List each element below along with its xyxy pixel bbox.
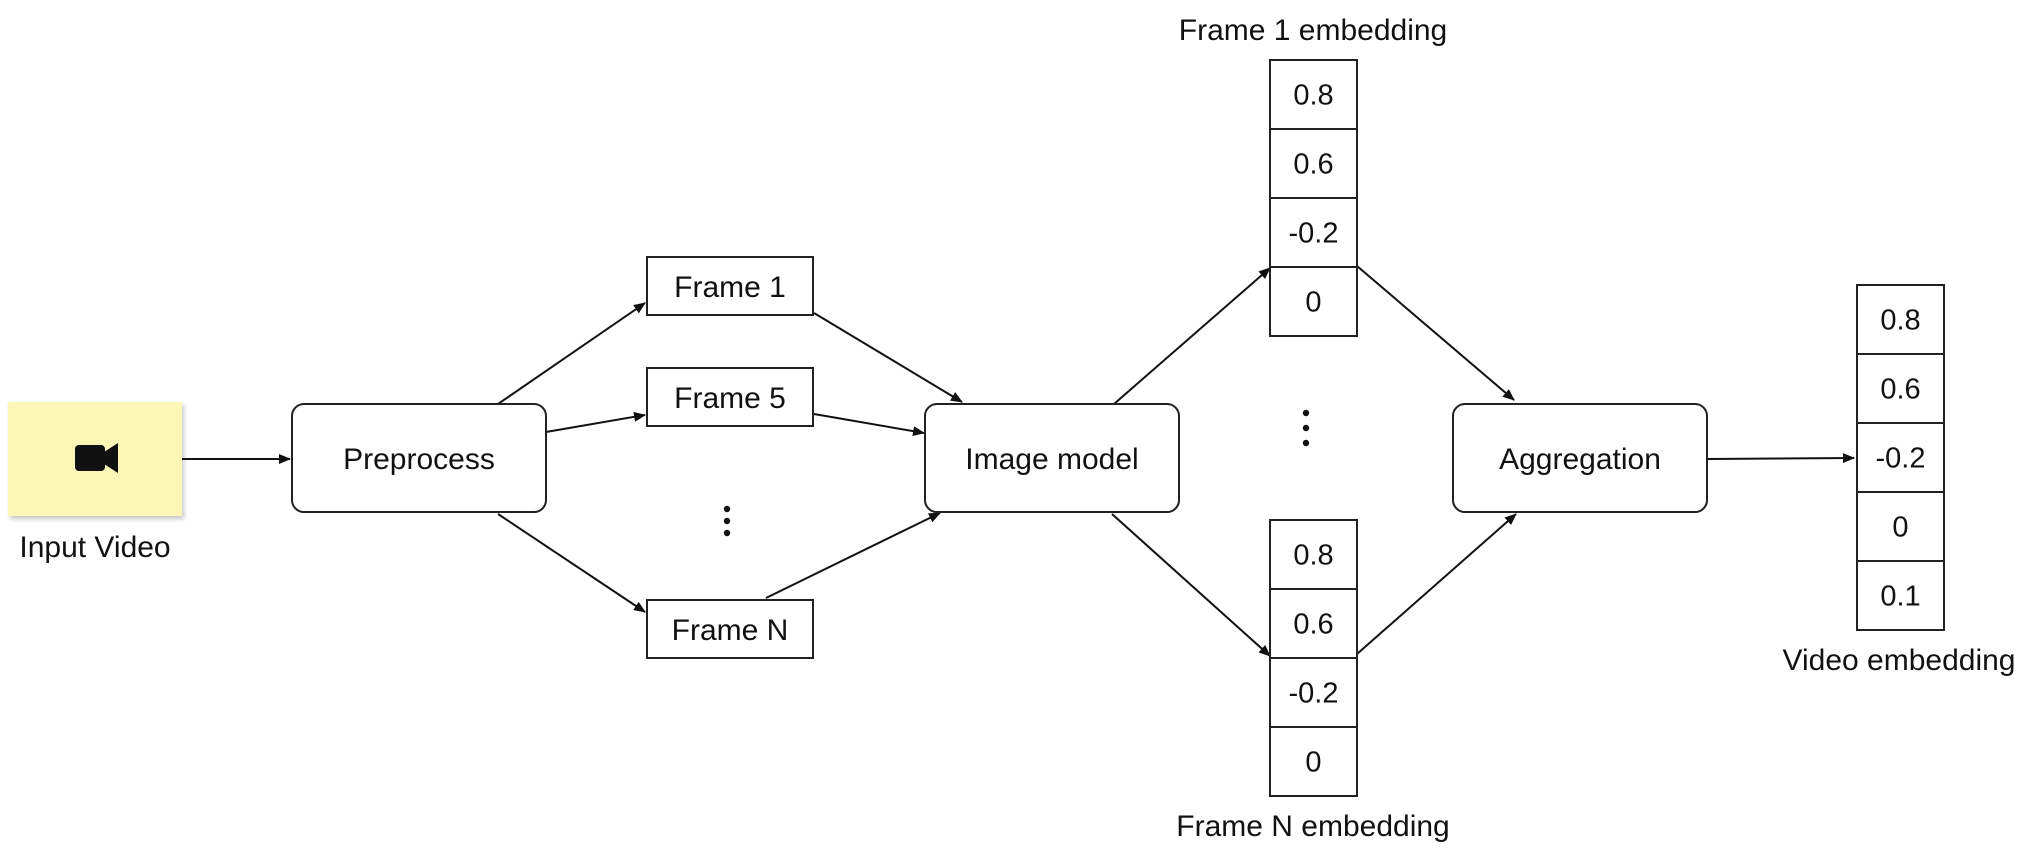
frame-n-node: Frame N: [646, 599, 814, 659]
video-embedding-cell: [1856, 353, 1945, 424]
frame-n-embedding-cell: [1269, 726, 1358, 797]
video-embedding-label: Video embedding: [1783, 644, 2016, 677]
preprocess-box: [291, 403, 547, 513]
edge-image-model-to-frame1-embedding: [1113, 267, 1271, 405]
frame-1-embedding-value: 0.8: [1293, 80, 1333, 112]
frame-n-embedding-value: -0.2: [1289, 678, 1339, 710]
edge-aggregation-to-video-embedding: [1706, 453, 1855, 464]
edge-preprocess-to-frameN: [497, 513, 646, 613]
video-embedding-value: 0.6: [1880, 374, 1920, 406]
preprocess-label: Preprocess: [343, 443, 495, 476]
frame-n-embedding-label: Frame N embedding: [1176, 810, 1449, 843]
video-embedding-value: 0: [1892, 512, 1908, 544]
video-embedding-cell: [1856, 422, 1945, 493]
image-model-box: [924, 403, 1180, 513]
frame-n-box: [646, 599, 814, 659]
frame-1-node: Frame 1: [646, 256, 814, 316]
input-video-label: Input Video: [19, 531, 170, 564]
image-model-label: Image model: [965, 443, 1138, 476]
edge-frame1-to-image-model: [813, 312, 963, 403]
aggregation-box: [1452, 403, 1708, 513]
frame-1-embedding-vector: 0.8 0.6 -0.2 0: [1269, 59, 1358, 337]
edge-image-model-to-frameN-embedding: [1111, 513, 1271, 657]
frame-1-embedding-label: Frame 1 embedding: [1179, 14, 1447, 47]
edges: [182, 265, 1855, 657]
aggregation-node: Aggregation: [1452, 403, 1708, 513]
frame-1-embedding-value: -0.2: [1289, 218, 1339, 250]
frame-n-embedding-value: 0.8: [1293, 540, 1333, 572]
frame-5-label: Frame 5: [674, 382, 786, 415]
frame-1-embedding-value: 0.6: [1293, 149, 1333, 181]
frame-n-label: Frame N: [672, 614, 789, 647]
video-embedding-cell: [1856, 284, 1945, 355]
frame-1-embedding-cell: [1269, 266, 1358, 337]
input-video-node: Input Video: [8, 402, 182, 564]
edge-frame5-to-image-model: [813, 413, 925, 437]
image-model-node: Image model: [924, 403, 1180, 513]
embeddings-ellipsis: [1302, 409, 1310, 447]
frame-5-box: [646, 367, 814, 427]
edge-preprocess-to-frame1: [497, 302, 646, 405]
video-camera-icon: [75, 443, 118, 473]
frame-1-embedding-cell: [1269, 128, 1358, 199]
aggregation-label: Aggregation: [1499, 443, 1661, 476]
edge-preprocess-to-frame5: [545, 411, 646, 433]
video-embedding-cell: [1856, 560, 1945, 631]
frame-1-embedding-cell: [1269, 59, 1358, 130]
preprocess-node: Preprocess: [291, 403, 547, 513]
frame-n-embedding-vector: 0.8 0.6 -0.2 0: [1269, 519, 1358, 797]
edge-frameN-to-image-model: [765, 512, 941, 599]
edge-frameN-embedding-to-aggregation: [1356, 513, 1517, 655]
frame-1-box: [646, 256, 814, 316]
edge-frame1-embedding-to-aggregation: [1356, 265, 1515, 401]
frame-n-embedding-value: 0.6: [1293, 609, 1333, 641]
frame-n-embedding-cell: [1269, 519, 1358, 590]
frame-5-node: Frame 5: [646, 367, 814, 427]
frame-1-embedding-value: 0: [1305, 287, 1321, 319]
frame-n-embedding-value: 0: [1305, 747, 1321, 779]
video-embedding-value: 0.8: [1880, 305, 1920, 337]
video-embedding-vector: 0.8 0.6 -0.2 0 0.1: [1856, 284, 1945, 631]
video-embedding-value: 0.1: [1880, 581, 1920, 613]
frame-1-label: Frame 1: [674, 271, 786, 304]
video-embedding-value: -0.2: [1876, 443, 1926, 475]
frames-ellipsis: [723, 505, 731, 537]
